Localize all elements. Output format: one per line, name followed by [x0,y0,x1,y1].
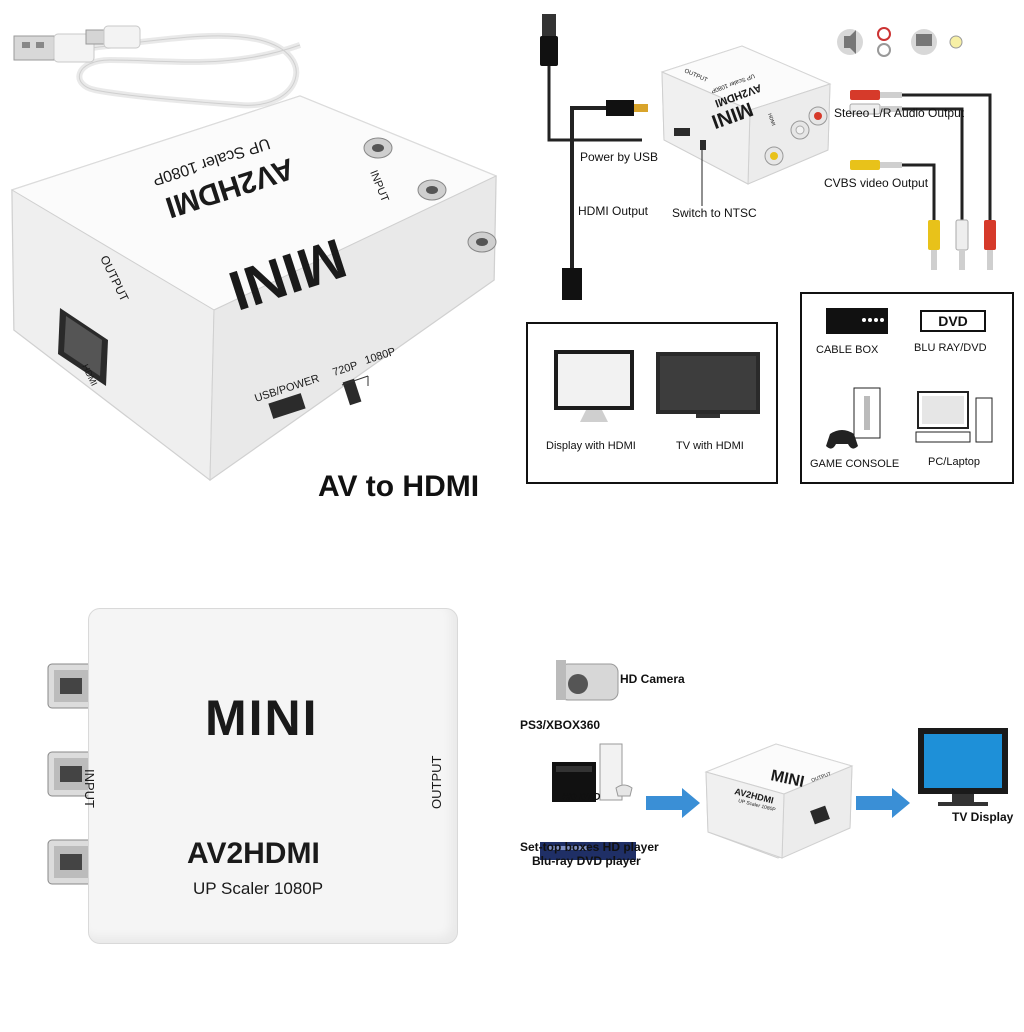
settop-label-line1: Set-top boxes HD player [520,840,659,854]
tv-display-icon [918,728,1008,806]
usage-flow-diagram: MINI AV2HDMI UP Scaler 1080P OUTPUT HD C… [512,512,1024,1024]
ps3-xbox-label: PS3/XBOX360 [520,718,601,732]
display-hdmi-label: Display with HDMI [546,440,636,452]
usb-cable-illustration [13,25,302,109]
rca-jack-2 [417,179,447,201]
product-photo-angled: MINI AV2HDMI UP Scaler 1080P INPUT OUTPU… [0,0,512,512]
power-usb-label: Power by USB [580,150,659,164]
rca-jack-3 [47,839,95,885]
caption-av-to-hdmi: AV to HDMI [318,470,480,503]
ps3-icon [552,762,596,802]
rca-jack-1 [363,137,393,159]
rca-jack-3 [467,231,497,253]
product-photo-front: MINI AV2HDMI UP Scaler 1080P INPUT OUTPU… [0,512,512,1024]
bluray-label: BLU RAY/DVD [914,342,987,354]
cvbs-label: CVBS video Output [824,176,929,190]
rca-jack-2 [47,751,95,797]
xbox360-icon [599,743,633,801]
av2hdmi-device-angled: MINI AV2HDMI UP Scaler 1080P INPUT OUTPU… [10,95,498,481]
tv-hdmi-label: TV with HDMI [676,440,744,452]
switch-ntsc-label: Switch to NTSC [672,206,757,220]
connection-diagram: MINI AV2HDMI UP Scaler 1080P OUTPUT HDMI [512,0,1024,512]
displays-illustration [554,350,760,422]
game-console-label: GAME CONSOLE [810,458,900,470]
game-console-icon [826,387,881,449]
hd-camera-label: HD Camera [620,672,685,686]
pc-laptop-icon [915,391,993,443]
dvd-badge: DVD [920,310,986,332]
dvd-player-icon [540,842,636,860]
arrow-right-2 [856,788,910,818]
diagram-hdmi-label: HDMI [766,113,776,127]
hd-dvd-logo: HD DVD [562,792,601,803]
front-model-text: AV2HDMI [187,837,320,870]
rca-jack-1 [47,663,95,709]
hdmi-displays-box: Display with HDMI TV with HDMI [526,322,778,484]
monitor-icon [911,29,937,55]
stereo-audio-label: Stereo L/R Audio Output [834,106,965,120]
cable-box-icon [826,308,888,334]
tv-display-label: TV Display [952,810,1014,824]
front-brand-text: MINI [205,690,319,746]
wiring-diagram: MINI AV2HDMI UP Scaler 1080P OUTPUT HDMI [540,14,996,300]
sources-box: DVD CABLE BOX BLU RAY/DVD GAME CONSOLE P… [800,292,1014,484]
tv-icon [656,352,760,418]
front-input-label: INPUT [82,769,97,808]
console-pc-illustration [826,387,993,449]
speaker-icon [837,29,863,55]
sources-flow-illustration: MINI AV2HDMI UP Scaler 1080P OUTPUT [540,660,1008,860]
cable-box-label: CABLE BOX [816,344,879,356]
settop-label-line2: Blu-ray DVD player [532,854,641,868]
rca-jacks-front [47,663,95,885]
device-front-face: MINI AV2HDMI UP Scaler 1080P INPUT OUTPU… [82,608,458,944]
front-scaler-text: UP Scaler 1080P [193,879,324,898]
monitor-icon [554,350,634,422]
pc-laptop-label: PC/Laptop [928,456,980,468]
flow-brand-text: MINI [769,767,806,791]
front-output-label: OUTPUT [429,755,444,809]
arrow-right-1 [646,788,700,818]
hdmi-output-label: HDMI Output [578,204,649,218]
hd-camera-icon [556,660,619,701]
